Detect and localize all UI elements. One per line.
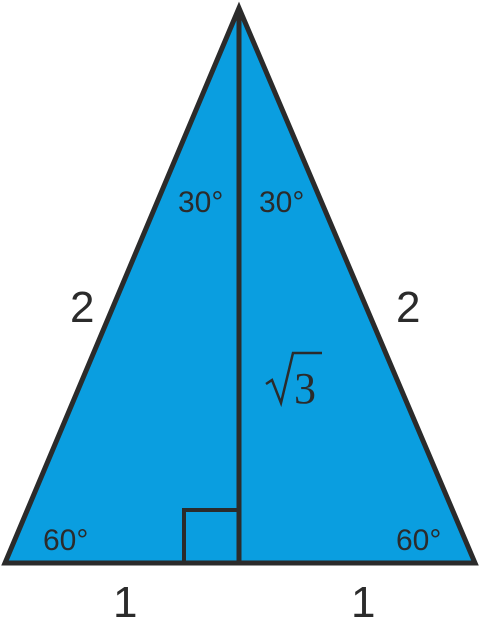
base-right-angle-label: 60° <box>396 524 441 557</box>
right-hypotenuse-label: 2 <box>396 283 420 332</box>
apex-left-angle-label: 30° <box>178 186 223 219</box>
apex-right-angle-label: 30° <box>259 186 304 219</box>
left-base-label: 1 <box>113 578 137 620</box>
base-left-angle-label: 60° <box>43 524 88 557</box>
left-hypotenuse-label: 2 <box>70 283 94 332</box>
right-base-label: 1 <box>351 578 375 620</box>
radical-sign <box>265 351 322 408</box>
altitude-radicand: 3 <box>294 364 316 413</box>
altitude-sqrt-label: 3 <box>265 351 322 413</box>
right-angle-marker <box>182 508 239 563</box>
